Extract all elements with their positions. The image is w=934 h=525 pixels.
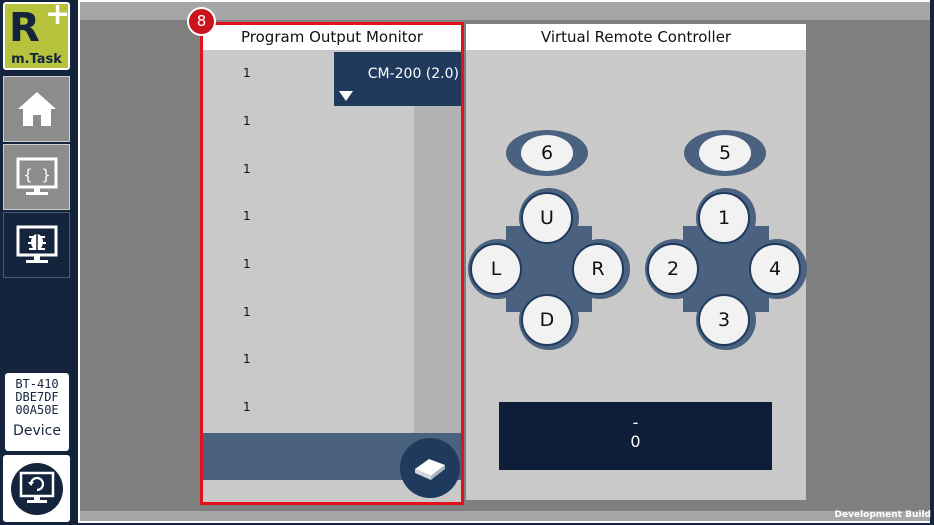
code-monitor-icon: { }	[16, 157, 57, 195]
logo-mark: R	[9, 5, 40, 51]
virtual-remote-panel: Virtual Remote Controller 6 U L R D 5 1 …	[466, 24, 807, 500]
remote-value-display: - 0	[499, 402, 772, 470]
program-output-panel: Program Output Monitor 1 1 1 1 1 1 1 1 C…	[203, 24, 461, 502]
button-3[interactable]: 3	[698, 294, 750, 346]
button-down[interactable]: D	[521, 294, 573, 346]
button-up[interactable]: U	[521, 192, 573, 244]
output-line: 1	[243, 114, 251, 128]
button-4[interactable]: 4	[749, 243, 801, 295]
svg-text:{ }: { }	[23, 166, 50, 184]
logo-plus: +	[45, 2, 70, 32]
button-1[interactable]: 1	[698, 192, 750, 244]
clear-output-button[interactable]	[400, 438, 460, 498]
display-line-2: 0	[630, 432, 641, 451]
display-line-1: -	[632, 413, 639, 432]
controller-dropdown-value: CM-200 (2.0)	[367, 66, 459, 82]
app-logo: R + m.Task	[3, 2, 70, 70]
development-build-label: Development Build	[834, 510, 931, 520]
sync-monitor-icon	[10, 462, 63, 515]
button-left[interactable]: L	[470, 243, 522, 295]
button-right[interactable]: R	[572, 243, 624, 295]
controller-dropdown[interactable]: CM-200 (2.0)	[334, 52, 461, 106]
nav-code-button[interactable]: { }	[3, 144, 70, 210]
remote-panel-title: Virtual Remote Controller	[466, 24, 806, 50]
device-label: Device	[13, 423, 61, 439]
output-line: 1	[243, 400, 251, 414]
output-line: 1	[243, 352, 251, 366]
nav-debug-button[interactable]	[3, 212, 70, 278]
output-line: 1	[243, 257, 251, 271]
output-line: 1	[243, 66, 251, 80]
nav-home-button[interactable]	[3, 76, 70, 142]
eraser-icon	[415, 459, 445, 480]
button-5[interactable]: 5	[699, 135, 751, 171]
sidebar: R + m.Task { }	[0, 0, 74, 525]
home-icon	[17, 92, 56, 126]
device-address-2: 00A50E	[15, 403, 59, 417]
triangle-down-icon	[339, 91, 353, 101]
output-line: 1	[243, 305, 251, 319]
device-model: BT-410	[15, 377, 59, 391]
sync-button[interactable]	[3, 455, 70, 522]
button-2[interactable]: 2	[647, 243, 699, 295]
output-line: 1	[243, 162, 251, 176]
device-info[interactable]: BT-410 DBE7DF 00A50E Device	[5, 373, 69, 451]
output-line: 1	[243, 209, 251, 223]
logo-name: m.Task	[11, 52, 62, 67]
device-address-1: DBE7DF	[15, 390, 59, 404]
button-6[interactable]: 6	[521, 135, 573, 171]
output-panel-title: Program Output Monitor	[203, 24, 461, 50]
step-badge: 8	[187, 7, 216, 36]
debug-monitor-icon	[16, 225, 57, 263]
output-scrollbar[interactable]	[414, 84, 461, 456]
